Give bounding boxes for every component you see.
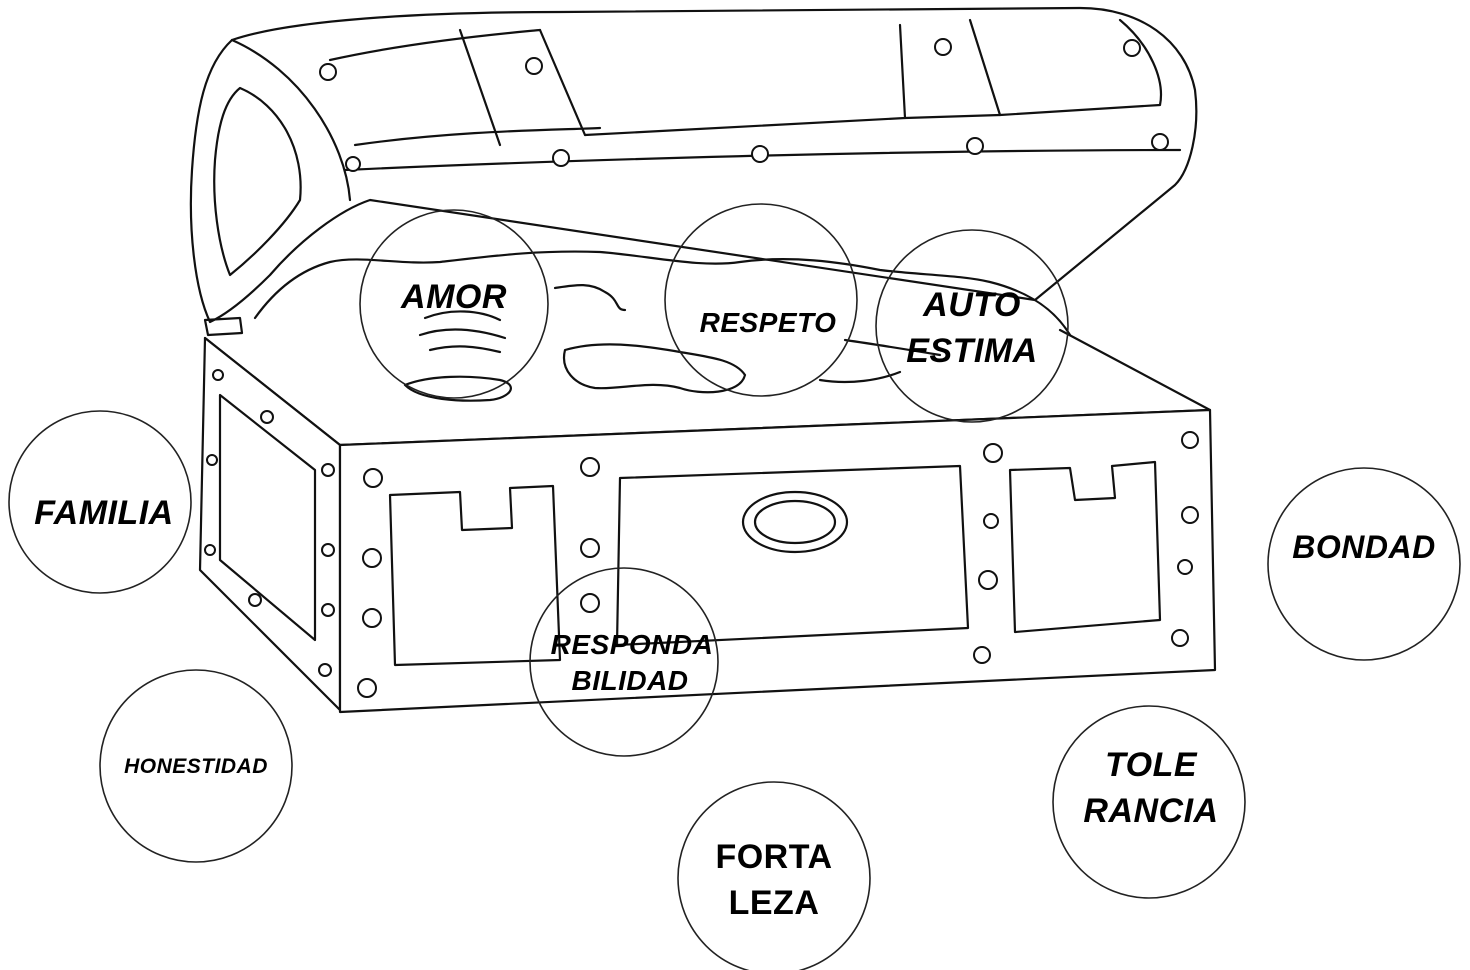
value-bubble-amor: AMOR (359, 209, 549, 399)
label-autoestima-line1: AUTO (922, 286, 1021, 324)
value-bubble-responsabilidad: RESPONDA BILIDAD (529, 567, 719, 757)
label-tolerancia-line1: TOLE (1105, 746, 1198, 784)
label-tolerancia-line2: RANCIA (1083, 792, 1218, 830)
label-respeto: RESPETO (700, 307, 837, 338)
value-bubble-tolerancia: TOLE RANCIA (1052, 705, 1246, 899)
bubble-circle (359, 209, 549, 399)
value-bubble-bondad: BONDAD (1267, 467, 1461, 661)
bubble-circle (1267, 467, 1461, 661)
label-honestidad: HONESTIDAD (124, 755, 268, 778)
label-fortaleza-line2: LEZA (729, 884, 820, 922)
bubble-circle (529, 567, 719, 757)
bubble-circle (664, 203, 858, 397)
value-bubble-honestidad: HONESTIDAD (99, 669, 293, 863)
bubble-circle (8, 410, 192, 594)
label-fortaleza-line1: FORTA (715, 838, 832, 876)
value-bubble-familia: FAMILIA (8, 410, 192, 594)
value-bubble-autoestima: AUTO ESTIMA (875, 229, 1069, 423)
value-bubble-respeto: RESPETO (664, 203, 858, 397)
label-autoestima-line2: ESTIMA (906, 332, 1037, 370)
chest-body (198, 328, 1217, 714)
label-familia: FAMILIA (34, 494, 173, 532)
label-bondad: BONDAD (1292, 529, 1435, 565)
bubble-circle (677, 781, 871, 970)
bubble-circle (99, 669, 293, 863)
label-responsabilidad-line2: BILIDAD (571, 665, 688, 696)
label-amor: AMOR (400, 278, 507, 316)
label-responsabilidad-line1: RESPONDA (551, 629, 714, 660)
value-bubble-fortaleza: FORTA LEZA (677, 781, 871, 970)
bubble-circle (875, 229, 1069, 423)
bubble-circle (1052, 705, 1246, 899)
chest-lid (189, 6, 1198, 337)
